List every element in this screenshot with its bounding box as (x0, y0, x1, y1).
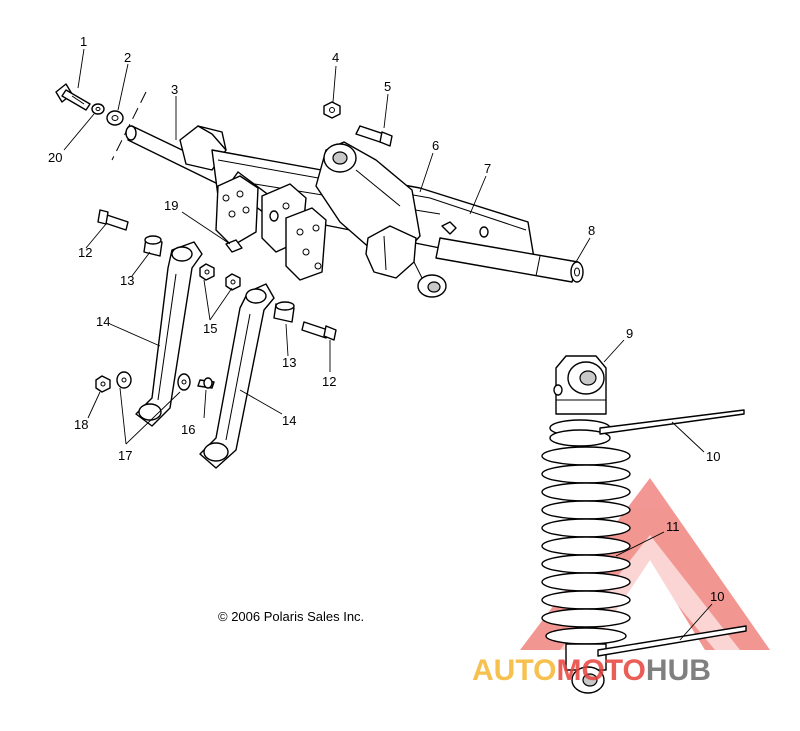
callout-12b: 12 (322, 374, 336, 389)
copyright-text: © 2006 Polaris Sales Inc. (218, 609, 364, 624)
callout-10b: 10 (710, 589, 724, 604)
callout-13a: 13 (120, 273, 134, 288)
link-arm-14b (199, 283, 275, 469)
callout-14b: 14 (282, 413, 296, 428)
bushing-13a (143, 235, 163, 257)
washer-20 (91, 103, 105, 115)
bushing-13b (273, 301, 295, 323)
callout-12a: 12 (78, 245, 92, 260)
mount-plates (215, 175, 327, 281)
callout-2: 2 (124, 50, 131, 65)
callout-18: 18 (74, 417, 88, 432)
spacer-2 (106, 110, 124, 126)
watermark-auto: AUTO (472, 654, 556, 687)
cable-tie-10b (597, 625, 747, 657)
nut-18 (95, 375, 111, 393)
callout-11: 11 (666, 519, 680, 534)
callout-16: 16 (181, 422, 195, 437)
watermark-moto: MOTO (556, 654, 645, 687)
callout-15: 15 (203, 321, 217, 336)
callout-4: 4 (332, 50, 339, 65)
callout-19: 19 (164, 198, 178, 213)
callout-7: 7 (484, 161, 491, 176)
fitting-19 (225, 239, 243, 253)
callout-20: 20 (48, 150, 62, 165)
washer-17b (177, 373, 191, 391)
shock-mount-block (315, 141, 447, 298)
shock-bellows-11 (541, 446, 631, 645)
callout-14a: 14 (96, 314, 110, 329)
nut-4 (323, 101, 341, 119)
callout-13b: 13 (282, 355, 296, 370)
callout-3: 3 (171, 82, 178, 97)
callout-9: 9 (626, 326, 633, 341)
callout-6: 6 (432, 138, 439, 153)
bolt-5 (355, 125, 393, 147)
right-bracket (365, 225, 417, 279)
washer-17a (116, 371, 132, 389)
bolt-12b (301, 321, 337, 341)
bolt-12a (97, 209, 129, 231)
bolt-1 (55, 83, 91, 111)
callout-5: 5 (384, 79, 391, 94)
callout-8: 8 (588, 223, 595, 238)
watermark-hub: HUB (646, 654, 711, 687)
callout-1: 1 (80, 34, 87, 49)
fitting-7 (441, 221, 489, 238)
leader-lines (63, 48, 713, 641)
callout-17: 17 (118, 448, 132, 463)
bolt-16 (197, 377, 215, 389)
nut-15a (199, 263, 215, 281)
nut-15b (225, 273, 241, 291)
link-arm-14a (135, 241, 203, 427)
callout-10a: 10 (706, 449, 720, 464)
callout-labels: 1 2 3 4 5 6 7 8 9 10 10 11 12 12 13 13 1… (48, 34, 724, 604)
front-arm-3 (125, 125, 229, 187)
watermark-text: AUTOMOTOHUB (472, 654, 711, 687)
